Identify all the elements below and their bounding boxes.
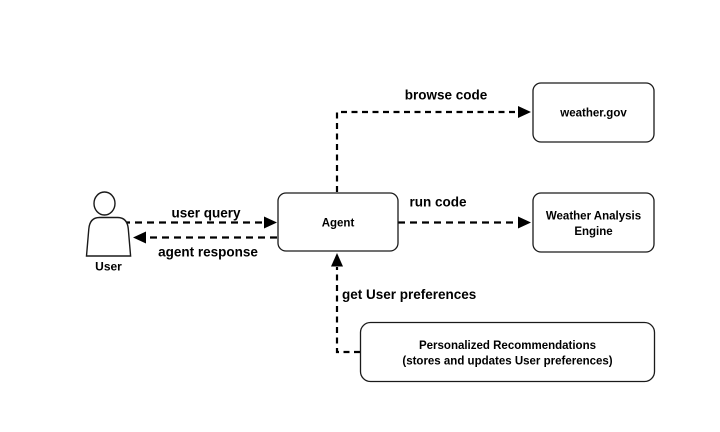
user-query-label: user query (171, 206, 241, 221)
user-body-icon (85, 216, 132, 257)
user-figure: User (85, 191, 132, 274)
agent-response-label: agent response (158, 245, 258, 260)
run-code-label: run code (409, 195, 466, 210)
get-user-preferences-arrowhead (331, 253, 343, 267)
weather-gov-node: weather.gov (532, 82, 655, 143)
browse-code-arrow (335, 106, 531, 192)
weather-analysis-label-line1: Weather Analysis (546, 211, 641, 223)
weather-analysis-box (532, 192, 655, 253)
user-query-arrow (123, 216, 277, 229)
agent-node: Agent (277, 192, 399, 252)
weather-gov-label: weather.gov (559, 108, 627, 120)
browse-code-label: browse code (405, 88, 488, 103)
agent-response-arrowhead (133, 231, 146, 244)
run-code-arrowhead (518, 216, 531, 229)
user-head-icon (93, 191, 116, 216)
browse-code-arrowhead (518, 106, 531, 118)
agent-response-arrow (133, 231, 277, 244)
agent-label: Agent (322, 218, 355, 230)
run-code-arrow (398, 216, 531, 229)
get-user-preferences-arrow (331, 253, 360, 354)
weather-analysis-node: Weather Analysis Engine (532, 192, 655, 253)
agent-box (277, 192, 399, 252)
get-user-preferences-label: get User preferences (342, 287, 476, 302)
user-label: User (95, 260, 122, 274)
personalized-recommendations-node: Personalized Recommendations (stores and… (359, 321, 656, 383)
weather-analysis-label-line2: Engine (574, 226, 612, 238)
weather-gov-box (532, 82, 655, 143)
personalized-recommendations-label-line2: (stores and updates User preferences) (402, 356, 612, 368)
user-query-arrowhead (264, 216, 277, 229)
personalized-recommendations-label-line1: Personalized Recommendations (419, 340, 596, 352)
personalized-recommendations-box (359, 321, 656, 383)
